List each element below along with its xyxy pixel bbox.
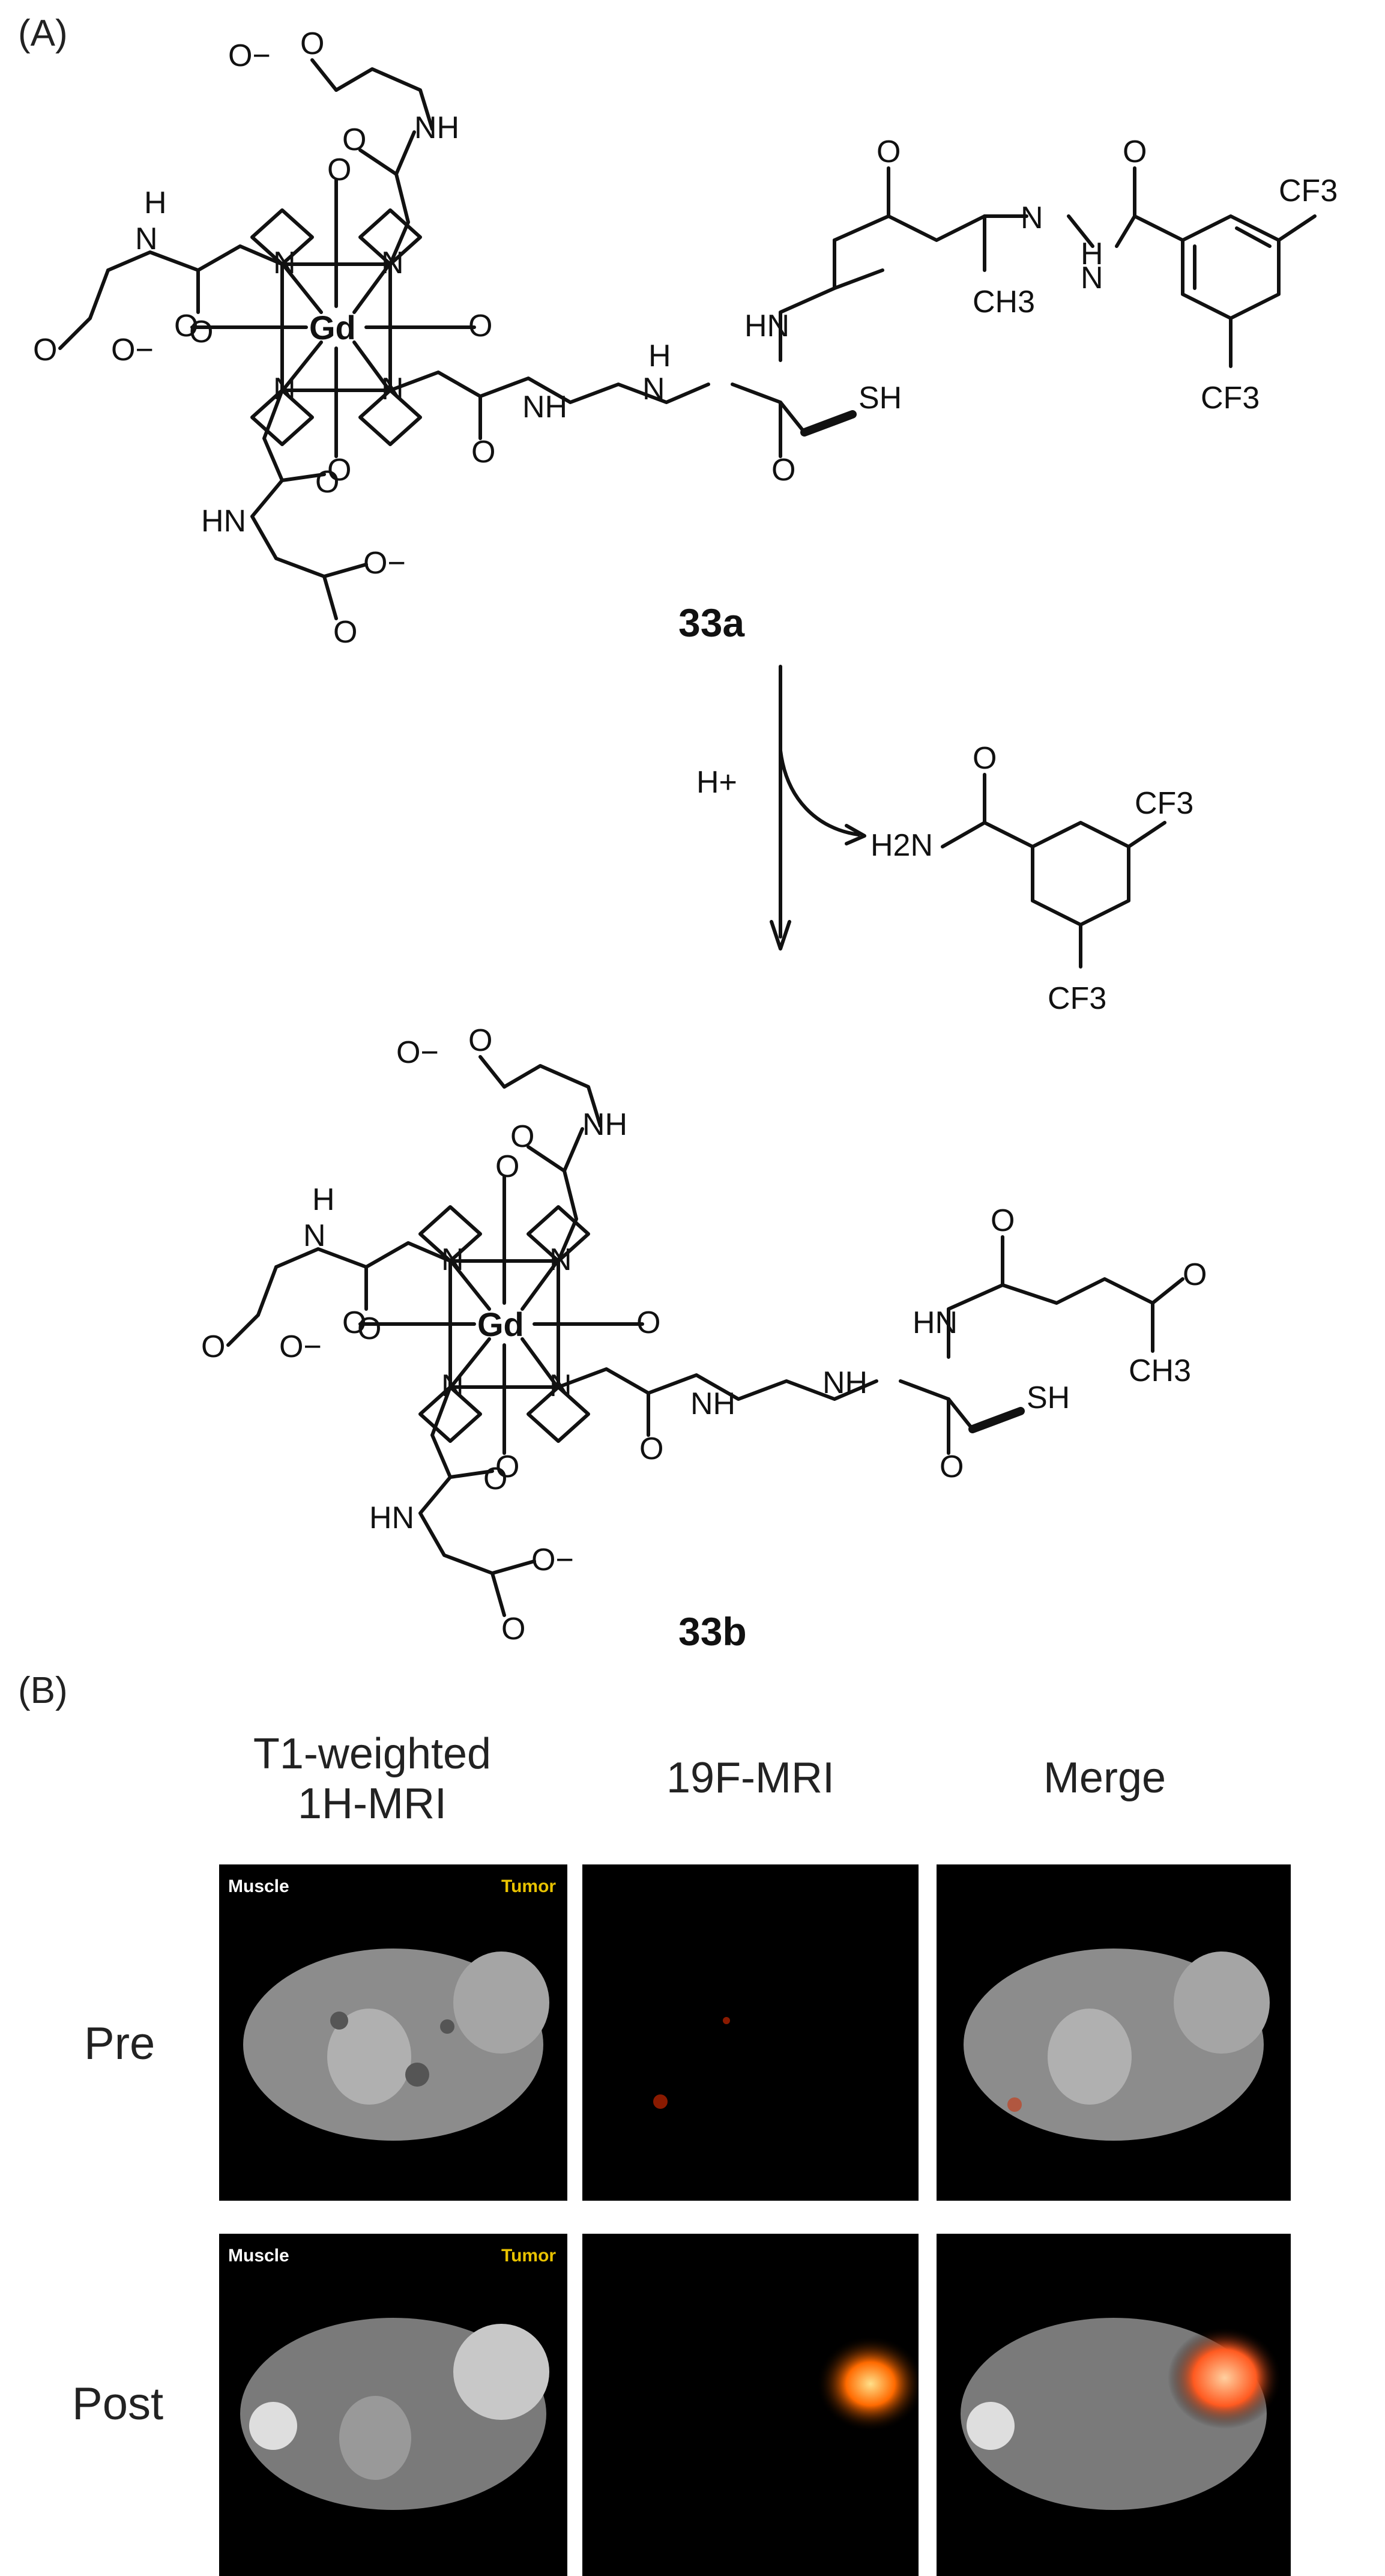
column-header-t1: T1-weighted 1H-MRI (204, 1729, 540, 1829)
o-atom: O (636, 1305, 660, 1340)
o-atom: O (771, 453, 795, 488)
o-atom: O (501, 1612, 525, 1646)
o-atom: O (991, 1203, 1015, 1238)
o-atom: O (468, 309, 492, 343)
column-header-merge: Merge (1043, 1754, 1166, 1802)
n-atom: N (273, 246, 296, 280)
o-atom: O (973, 741, 997, 776)
n-atom: N (1021, 201, 1043, 235)
h-atom: H (312, 1182, 335, 1217)
n-atom: N (1081, 261, 1103, 295)
col1-line1: T1-weighted (253, 1730, 492, 1778)
n-atom: N (381, 246, 404, 280)
o-atom: O (639, 1432, 663, 1466)
n-atom: N (441, 1242, 464, 1277)
reagent-label: H+ (696, 765, 737, 800)
mri-pre-19f (582, 1864, 919, 2201)
o-atom: O (468, 1023, 492, 1058)
mri-pre-t1: Muscle Tumor (219, 1864, 567, 2201)
annotation-tumor: Tumor (501, 2246, 557, 2266)
row-label-post: Post (72, 2378, 164, 2429)
o-atom: O (300, 26, 324, 61)
o-atom: O (315, 465, 339, 500)
methyl-group: CH3 (1129, 1353, 1191, 1388)
mri-pre-merge (937, 1864, 1291, 2201)
o-atom: O (357, 1311, 381, 1346)
o-atom: O (342, 122, 366, 157)
hn-group: HN (913, 1305, 958, 1340)
trifluoromethyl-group: CF3 (1048, 981, 1106, 1016)
o-atom: O (1123, 135, 1147, 169)
nh-group: NH (522, 390, 567, 425)
h-atom: H (648, 339, 671, 373)
o-atom: O (327, 153, 351, 187)
carboxylate: O− (228, 38, 271, 73)
o-atom: O (333, 615, 357, 650)
n-atom: N (303, 1218, 326, 1253)
mri-post-merge (937, 2234, 1291, 2576)
o-atom: O (510, 1119, 534, 1154)
carboxylate: O− (396, 1035, 439, 1070)
column-header-19f: 19F-MRI (666, 1754, 835, 1802)
n-atom: N (642, 372, 665, 407)
annotation-muscle: Muscle (228, 2246, 289, 2266)
o-atom: O (495, 1149, 519, 1184)
o-atom: O (877, 135, 901, 169)
nh-group: NH (414, 110, 459, 145)
trifluoromethyl-group: CF3 (1135, 786, 1193, 821)
gd-atom: Gd (309, 309, 356, 346)
o-atom: O (174, 309, 198, 343)
hn-group: HN (369, 1501, 414, 1535)
nh-group: NH (582, 1107, 627, 1142)
o-atom: O (33, 333, 57, 367)
o-atom: O (471, 435, 495, 470)
carboxylate: O− (111, 333, 154, 367)
trifluoromethyl-group: CF3 (1201, 381, 1260, 416)
trifluoromethyl-group: CF3 (1279, 174, 1338, 208)
cage-outline-right (358, 208, 422, 266)
o-atom: O (1183, 1257, 1207, 1292)
cage-outline-left (250, 208, 314, 266)
o-atom: O (327, 453, 351, 488)
hn-group: HN (744, 309, 789, 343)
thiol-group: SH (858, 381, 902, 416)
compound-33a-label: 33a (678, 600, 745, 645)
h-atom: H (1081, 237, 1103, 271)
gd-atom: Gd (477, 1305, 524, 1343)
n-atom: N (549, 1368, 572, 1403)
carboxylate: O− (531, 1543, 574, 1577)
panel-b-label: (B) (18, 1670, 68, 1711)
o-atom: O (201, 1329, 225, 1364)
o-atom: O (342, 1305, 366, 1340)
annotation-tumor: Tumor (501, 1876, 557, 1896)
compound-33b-label: 33b (678, 1609, 747, 1654)
carboxylate: O− (279, 1329, 322, 1364)
n-atom: N (273, 372, 296, 407)
n-atom: N (549, 1242, 572, 1277)
mri-post-19f (582, 2234, 919, 2576)
row-label-pre: Pre (84, 2018, 155, 2069)
n-atom: N (441, 1368, 464, 1403)
mri-post-t1: Muscle Tumor (219, 2234, 567, 2576)
h-atom: H (144, 186, 167, 220)
methyl-group: CH3 (973, 285, 1035, 319)
o-atom: O (940, 1450, 964, 1484)
nh-group: NH (690, 1386, 735, 1421)
amide-nh2: H2N (871, 828, 933, 863)
carboxylate: O− (363, 546, 406, 581)
o-atom: O (189, 315, 213, 349)
nh-group: NH (822, 1365, 868, 1400)
annotation-muscle: Muscle (228, 1876, 289, 1896)
hn-group: HN (201, 504, 246, 539)
col1-line2: 1H-MRI (298, 1779, 447, 1828)
n-atom: N (135, 222, 158, 256)
thiol-group: SH (1027, 1380, 1070, 1415)
n-atom: N (381, 372, 404, 407)
panel-a-label: (A) (18, 13, 68, 54)
o-atom: O (483, 1462, 507, 1496)
o-atom: O (495, 1450, 519, 1484)
reaction-scheme: Gd N N N N O O O O NH O O O− H N O O O− … (33, 26, 1338, 1654)
